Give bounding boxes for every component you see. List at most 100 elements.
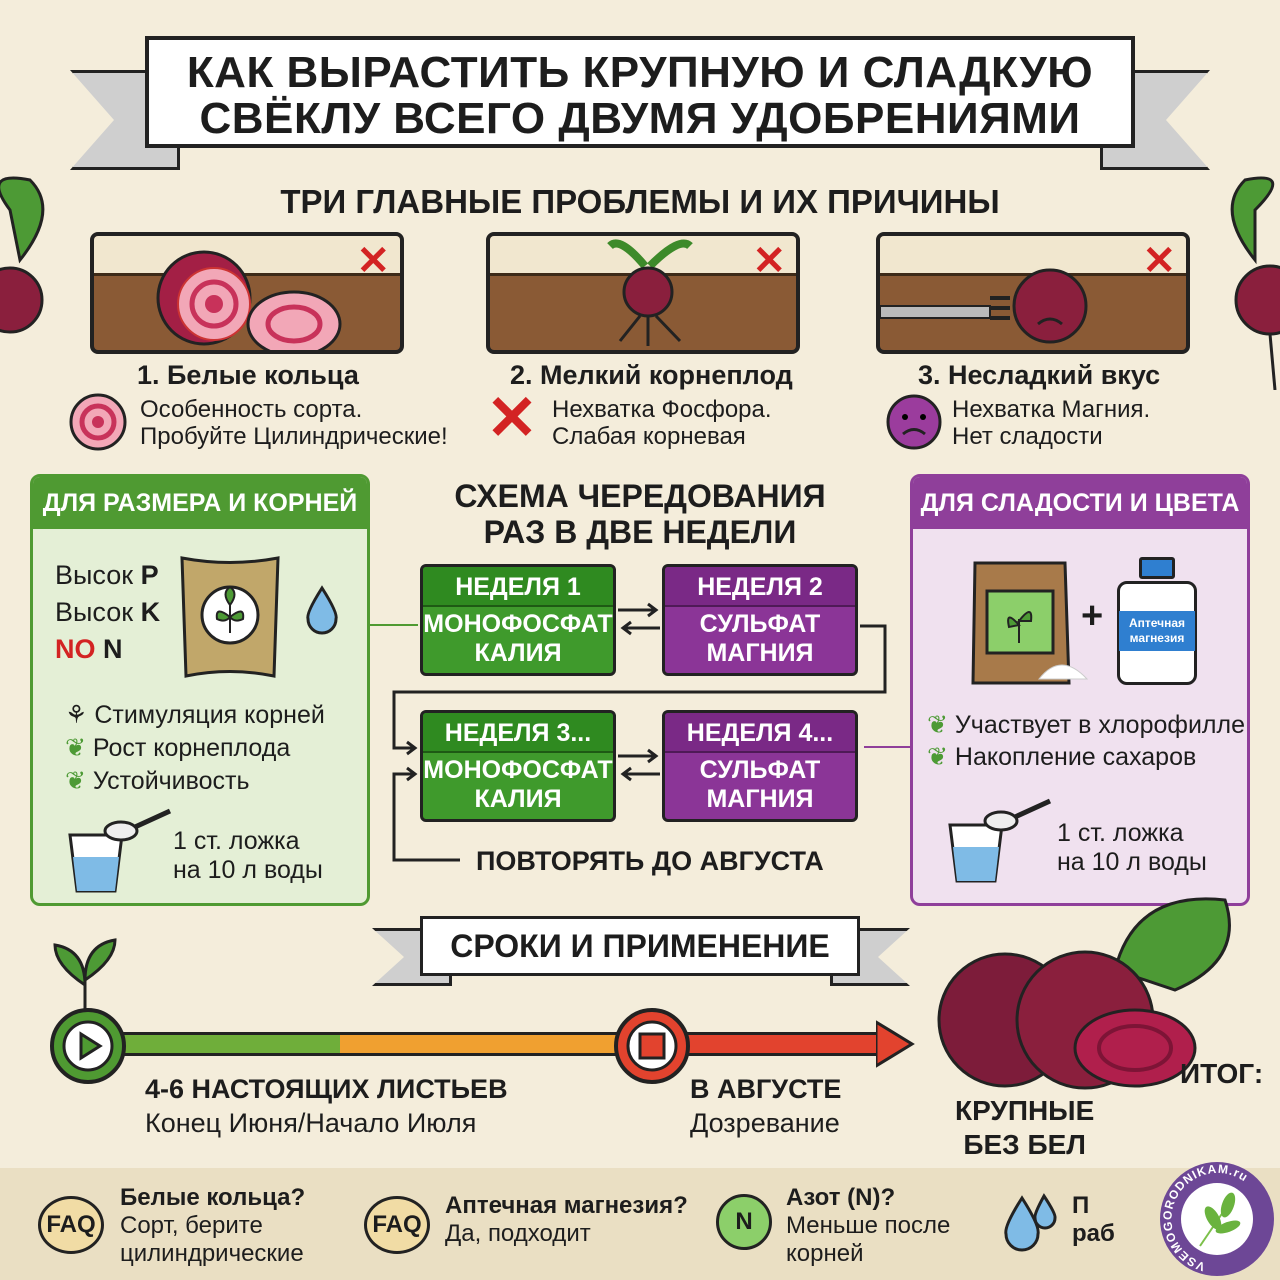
week-label: НЕДЕЛЯ 4...	[665, 713, 855, 753]
cross-icon: ✕	[1142, 239, 1176, 283]
faq-question: Азот (N)?	[786, 1184, 896, 1211]
benefit-text: Устойчивость	[92, 767, 250, 795]
water-drops-icon	[1004, 1193, 1057, 1252]
faq-answer: раб	[1072, 1220, 1115, 1247]
problem-scene-rings: ✕	[90, 232, 404, 354]
result-label: ИТОГ:	[1180, 1058, 1264, 1089]
week-label: НЕДЕЛЯ 1	[423, 567, 613, 607]
end-title: В АВГУСТЕ	[690, 1074, 842, 1104]
small-beet-icon	[607, 239, 693, 346]
result-line-1: КРУПНЫЕ	[955, 1095, 1095, 1126]
week-product: МОНОФОСФАТ	[423, 756, 613, 784]
beet-rings-icon	[156, 250, 342, 350]
week-product: СУЛЬФАТ	[699, 756, 821, 784]
faq-strip	[0, 1168, 1280, 1280]
sad-beet-fork-icon	[880, 268, 1088, 344]
timeline-bar-orange	[340, 1032, 620, 1056]
timeline-heading: СРОКИ И ПРИМЕНЕНИЕ	[420, 916, 860, 976]
repeat-label: ПОВТОРЯТЬ ДО АВГУСТА	[476, 846, 824, 876]
leaf-icon: ❦	[65, 734, 86, 762]
faq-question: П	[1072, 1192, 1090, 1219]
high-label: Высок	[55, 560, 134, 590]
glass-spoon-icon	[948, 798, 1052, 883]
sweetness-header: ДЛЯ СЛАДОСТИ И ЦВЕТА	[913, 477, 1247, 529]
benefit-text: Накопление сахаров	[954, 743, 1197, 771]
title-line-2: СВЁКЛУ ВСЕГО ДВУМЯ УДОБРЕНИЯМИ	[199, 94, 1081, 143]
connector-left	[370, 624, 418, 626]
npk-list: Высок P Высок K NO N	[55, 557, 160, 668]
fertilizer-bag-icon	[180, 556, 280, 678]
title-line-1: КАК ВЫРАСТИТЬ КРУПНУЮ И СЛАДКУЮ	[186, 48, 1094, 97]
start-title: 4-6 НАСТОЯЩИХ ЛИСТЬЕВ	[145, 1074, 508, 1104]
plus-sign: +	[1081, 595, 1104, 637]
problem-3-line-1: Нехватка Магния.	[952, 396, 1151, 423]
benefit-item: ❦ Накопление сахаров	[927, 741, 1245, 773]
connector-right	[864, 746, 910, 748]
water-drop-icon	[306, 585, 338, 635]
dose-line-1: 1 ст. ложка	[1057, 819, 1184, 847]
problem-scene-small-root: ✕	[486, 232, 800, 354]
problem-2-line-2: Слабая корневая	[552, 423, 746, 450]
size-roots-header: ДЛЯ РАЗМЕРА И КОРНЕЙ	[33, 477, 367, 529]
faq-answer: Сорт, берите	[120, 1212, 263, 1239]
week-product: СУЛЬФАТ	[699, 610, 821, 638]
glass-spoon-icon	[68, 808, 172, 893]
faq-badge: FAQ	[38, 1196, 104, 1254]
nitrogen-badge: N	[716, 1194, 772, 1250]
scheme-title-2: РАЗ В ДВЕ НЕДЕЛИ	[483, 514, 797, 550]
benefit-list: ⚘ Стимуляция корней ❦ Рост корнеплода ❦ …	[65, 699, 325, 798]
play-icon[interactable]	[48, 1006, 128, 1086]
problem-3-text: Нехватка Магния.Нет сладости	[952, 396, 1150, 450]
seedling-icon	[53, 938, 117, 1013]
faq-badge: FAQ	[364, 1196, 430, 1254]
problem-2-title: 2. Мелкий корнеплод	[510, 360, 793, 390]
start-sub: Конец Июня/Начало Июля	[145, 1108, 477, 1138]
faq-answer: корней	[786, 1240, 864, 1267]
faq-question: Аптечная магнезия?	[445, 1192, 688, 1219]
timeline-start: 4-6 НАСТОЯЩИХ ЛИСТЬЕВ Конец Июня/Начало И…	[145, 1072, 508, 1140]
scheme-title-1: СХЕМА ЧЕРЕДОВАНИЯ	[454, 478, 826, 514]
leaf-icon: ❦	[65, 767, 86, 795]
result-line-2: БЕЗ БЕЛ	[963, 1129, 1086, 1160]
cycle-arrows	[392, 602, 887, 862]
benefit-text: Участвует в хлорофилле	[954, 711, 1246, 739]
week-label: НЕДЕЛЯ 2	[665, 567, 855, 607]
red-x-icon: ✕	[486, 384, 538, 453]
problem-1-text: Особенность сорта.Пробуйте Цилиндрически…	[140, 396, 448, 450]
timeline-bar-red	[680, 1032, 880, 1056]
dose-line-1: 1 ст. ложка	[173, 827, 300, 855]
faq-item: Аптечная магнезия?Да, подходит	[445, 1192, 688, 1248]
benefit-item: ⚘ Стимуляция корней	[65, 699, 325, 732]
leaf-icon: ❦	[927, 743, 948, 771]
beet-left-icon	[0, 176, 45, 334]
benefit-list: ❦ Участвует в хлорофилле ❦ Накопление са…	[927, 709, 1245, 773]
benefit-item: ❦ Рост корнеплода	[65, 732, 325, 765]
arrow-head-icon	[876, 1020, 915, 1068]
problem-1-line-1: Особенность сорта.	[140, 396, 363, 423]
problem-3-title: 3. Несладкий вкус	[918, 360, 1161, 390]
cross-icon: ✕	[356, 239, 390, 283]
timeline-bar-green	[110, 1032, 342, 1056]
problem-2-line-1: Нехватка Фосфора.	[552, 396, 772, 423]
week-product: МАГНИЯ	[706, 785, 814, 813]
leaf-icon: ❦	[927, 711, 948, 739]
problem-2-text: Нехватка Фосфора.Слабая корневая	[552, 396, 772, 450]
beets-illustration	[937, 897, 1231, 1090]
stop-icon[interactable]	[612, 1006, 692, 1086]
watermark-logo: VSEMOGORODNIKAM.ru	[1160, 1162, 1274, 1276]
benefit-item: ❦ Участвует в хлорофилле	[927, 709, 1245, 741]
k-label: K	[140, 597, 161, 627]
faq-answer: Да, подходит	[445, 1220, 591, 1247]
faq-answer: Меньше после	[786, 1212, 951, 1239]
bottle-label-2: магнезия	[1129, 631, 1185, 645]
